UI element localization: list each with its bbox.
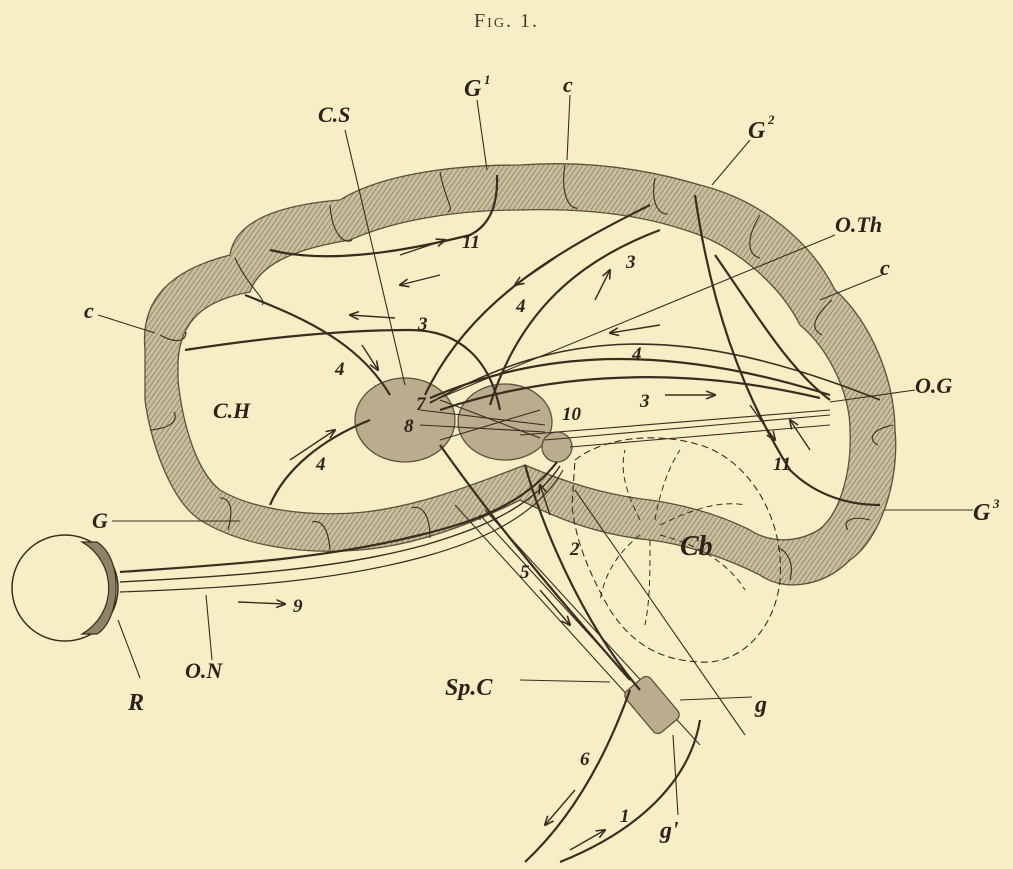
cerebral-cortex [144, 164, 895, 585]
label-g2: G [748, 118, 766, 144]
label-cerebellum: Cb [680, 531, 713, 562]
label-cerebral-hemisphere: C.H [213, 398, 251, 423]
eye [12, 535, 118, 641]
number-4-left-lower: 4 [315, 454, 326, 475]
label-g3-sup: 3 [992, 496, 1000, 511]
number-2: 2 [569, 539, 580, 560]
number-7: 7 [416, 394, 427, 415]
label-g3: G [973, 500, 991, 526]
label-c-left: c [84, 298, 94, 323]
label-optic-ganglion: O.G [915, 373, 952, 398]
optic-ganglion [542, 432, 572, 462]
label-g-prime: g' [659, 818, 679, 844]
number-4-mid: 4 [631, 344, 642, 365]
number-4-left-upper: 4 [334, 359, 345, 380]
number-6: 6 [580, 749, 590, 770]
label-g-left: G [92, 508, 108, 533]
number-8: 8 [404, 416, 414, 437]
number-11-right: 11 [773, 454, 791, 475]
label-spinal-cord: Sp.C [445, 675, 493, 701]
number-3-left: 3 [417, 314, 428, 335]
number-3-right: 3 [639, 391, 650, 412]
label-g2-sup: 2 [767, 112, 775, 127]
number-5: 5 [520, 562, 530, 583]
label-g-small: g [754, 692, 767, 718]
number-9: 9 [293, 596, 303, 617]
number-1: 1 [620, 806, 630, 827]
label-optic-nerve: O.N [185, 658, 223, 683]
optic-thalamus [458, 384, 552, 460]
label-optic-thalamus: O.Th [835, 212, 882, 237]
label-retina: R [127, 690, 144, 716]
number-10: 10 [562, 404, 582, 425]
label-g1-sup: 1 [484, 72, 491, 87]
label-g1: G [464, 76, 482, 102]
number-3-upper: 3 [625, 252, 636, 273]
number-11-top: 11 [462, 232, 480, 253]
label-c-right: c [880, 255, 890, 280]
label-c-top: c [563, 72, 573, 97]
label-corpus-striatum: C.S [318, 102, 350, 127]
number-4-right: 4 [515, 296, 526, 317]
